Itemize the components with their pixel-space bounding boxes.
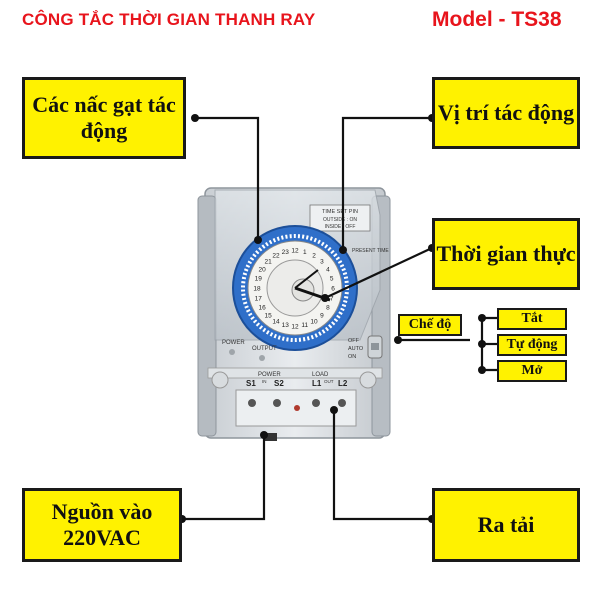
connector-position: [341, 116, 432, 250]
pin-label-out: OUTSIDE : ON: [323, 217, 357, 223]
callout-realtime: Thời gian thực: [432, 218, 580, 290]
pin-label-title: TIME SET PIN: [322, 209, 358, 215]
terminal-center-mark: [294, 405, 300, 411]
callout-auto: Tự động: [497, 334, 567, 356]
din-clip[interactable]: [263, 433, 277, 441]
dial-number: 12: [291, 248, 299, 255]
dial-number: 7: [330, 295, 334, 302]
dial-number: 4: [326, 267, 330, 274]
device-side-left: [197, 195, 217, 437]
timer-device: TIME SET PIN OUTSIDE : ON INSIDE : OFF P…: [197, 187, 391, 441]
callout-mode-text: Chế độ: [408, 317, 452, 332]
callout-levers-text: Các nấc gạt tác động: [32, 91, 176, 143]
output-led-label: OUTPUT: [252, 346, 277, 352]
switch-on-label: ON: [348, 354, 356, 360]
terminal-screw-s2[interactable]: [273, 399, 281, 407]
terminal-l2: L2: [338, 379, 348, 388]
terminal-l1: L1: [312, 379, 322, 388]
terminal-load-label: LOAD: [312, 372, 329, 378]
dial-number: 1: [303, 249, 307, 256]
dial-number: 17: [255, 295, 263, 302]
callout-power-in: Nguồn vào 220VAC: [22, 488, 182, 562]
callout-levers: Các nấc gạt tác động: [22, 77, 186, 159]
connector-lines: [182, 116, 497, 521]
pin-label-in: INSIDE : OFF: [325, 224, 356, 230]
mounting-hole-left: [211, 371, 229, 389]
terminal-screw-s1[interactable]: [248, 399, 256, 407]
connector-realtime: [324, 247, 433, 299]
terminal-screw-l2[interactable]: [338, 399, 346, 407]
dial-number: 10: [310, 318, 318, 325]
callout-load-out-text: Ra tải: [477, 511, 535, 537]
connector-power-in: [182, 435, 266, 521]
dial-number: 8: [326, 305, 330, 312]
dial-number: 19: [255, 276, 263, 283]
dial-number: 20: [258, 267, 266, 274]
dial-number: 13: [282, 322, 290, 329]
dial-number: 16: [258, 305, 266, 312]
dial-number: 2: [312, 253, 316, 260]
connector-levers: [195, 116, 260, 240]
callout-mode: Chế độ: [398, 314, 462, 336]
model-label: Model - TS38: [432, 8, 562, 31]
callout-load-out: Ra tải: [432, 488, 580, 562]
dial-number: 21: [264, 259, 272, 266]
dial-hand-minute: [294, 269, 319, 289]
callout-off-text: Tắt: [521, 311, 543, 326]
terminal-s2: S2: [274, 379, 284, 388]
terminal-out-label: OUT: [324, 379, 334, 384]
output-led: [259, 355, 265, 361]
pin-label-box: [309, 204, 371, 232]
dial-number: 3: [320, 259, 324, 266]
switch-auto-label: AUTO: [348, 346, 364, 352]
mode-switch-slider[interactable]: [371, 343, 379, 350]
callout-position: Vị trí tác động: [432, 77, 580, 149]
terminal-s1: S1: [246, 379, 256, 388]
callout-on: Mở: [497, 360, 567, 382]
dial-number: 15: [264, 312, 272, 319]
dial-number: 5: [330, 276, 334, 283]
switch-off-label: OFF: [348, 338, 360, 344]
connector-load-out: [332, 410, 432, 521]
terminal-screw-l1[interactable]: [312, 399, 320, 407]
power-led-label: POWER: [222, 340, 245, 346]
terminal-in-label: IN: [262, 379, 267, 384]
present-time-label: PRESENT TIME: [352, 248, 389, 254]
callout-power-in-text: Nguồn vào 220VAC: [51, 498, 153, 550]
callout-auto-text: Tự động: [506, 337, 558, 352]
callout-off: Tắt: [497, 308, 567, 330]
terminal-label-strip: [207, 367, 383, 379]
dial-number: 9: [320, 312, 324, 319]
dial-number: 11: [301, 322, 308, 329]
dial-number: 18: [253, 286, 261, 293]
callout-on-text: Mở: [521, 363, 543, 378]
power-led: [229, 349, 235, 355]
dial-number: 23: [282, 249, 290, 256]
dial-number: 22: [272, 253, 280, 260]
callout-position-text: Vị trí tác động: [437, 99, 575, 125]
dial-number: 12: [291, 324, 299, 331]
dial-number: 14: [272, 318, 280, 325]
page-title: CÔNG TẮC THỜI GIAN THANH RAY: [22, 10, 316, 29]
dial-number: 6: [331, 286, 335, 293]
terminal-power-label: POWER: [258, 372, 281, 378]
mounting-hole-right: [359, 371, 377, 389]
callout-realtime-text: Thời gian thực: [436, 240, 576, 266]
